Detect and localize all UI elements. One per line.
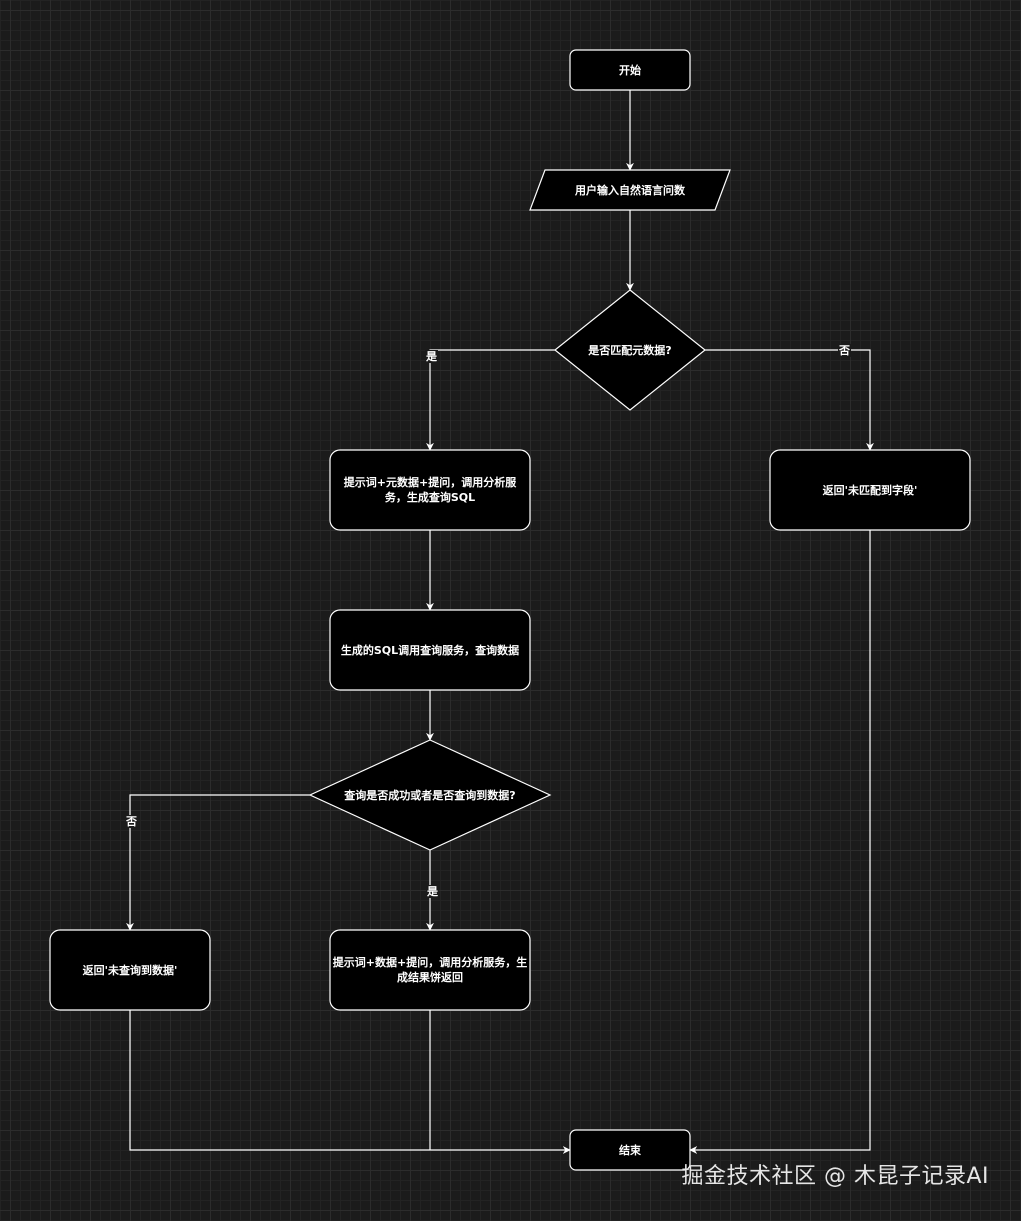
- generate-result-node: [329, 929, 531, 1011]
- no-field-match-node: [769, 449, 971, 531]
- no-data-label: 返回'未查询到数据': [82, 963, 178, 977]
- generate-result-label: 提示词+数据+提问，调用分析服务，生成结果饼返回: [332, 956, 528, 984]
- watermark-text: 掘金技术社区 @ 木昆子记录AI: [681, 1164, 989, 1189]
- edge-decision-yes: [426, 349, 555, 451]
- generate-sql-node: [329, 449, 531, 531]
- edge-query-decision-no: [126, 794, 310, 931]
- start-label: 开始: [619, 63, 641, 77]
- edge-decision-no: [705, 349, 874, 451]
- input-node: [529, 169, 731, 211]
- edge-label-query-no: 否: [125, 815, 138, 828]
- edge-label-metadata-yes: 是: [425, 350, 438, 363]
- query-decision-node: [308, 739, 552, 851]
- edge-nofield-to-end: [689, 530, 871, 1154]
- input-label: 用户输入自然语言问数: [575, 183, 685, 197]
- no-field-match-label: 返回'未匹配到字段': [822, 483, 918, 497]
- start-node: [569, 49, 691, 91]
- metadata-decision-label: 是否匹配元数据?: [588, 343, 672, 357]
- query-decision-label: 查询是否成功或者是否查询到数据?: [344, 788, 516, 802]
- metadata-decision-node: [554, 289, 706, 411]
- edge-nodata-to-end: [129, 1010, 571, 1154]
- end-node: [569, 1129, 691, 1171]
- query-data-label: 生成的SQL调用查询服务，查询数据: [340, 643, 520, 657]
- query-data-node: [329, 609, 531, 691]
- edge-label-metadata-no: 否: [838, 344, 851, 357]
- no-data-node: [49, 929, 211, 1011]
- generate-sql-label: 提示词+元数据+提问，调用分析服务，生成查询SQL: [343, 476, 517, 504]
- edge-label-query-yes: 是: [426, 885, 439, 898]
- end-label: 结束: [619, 1143, 641, 1157]
